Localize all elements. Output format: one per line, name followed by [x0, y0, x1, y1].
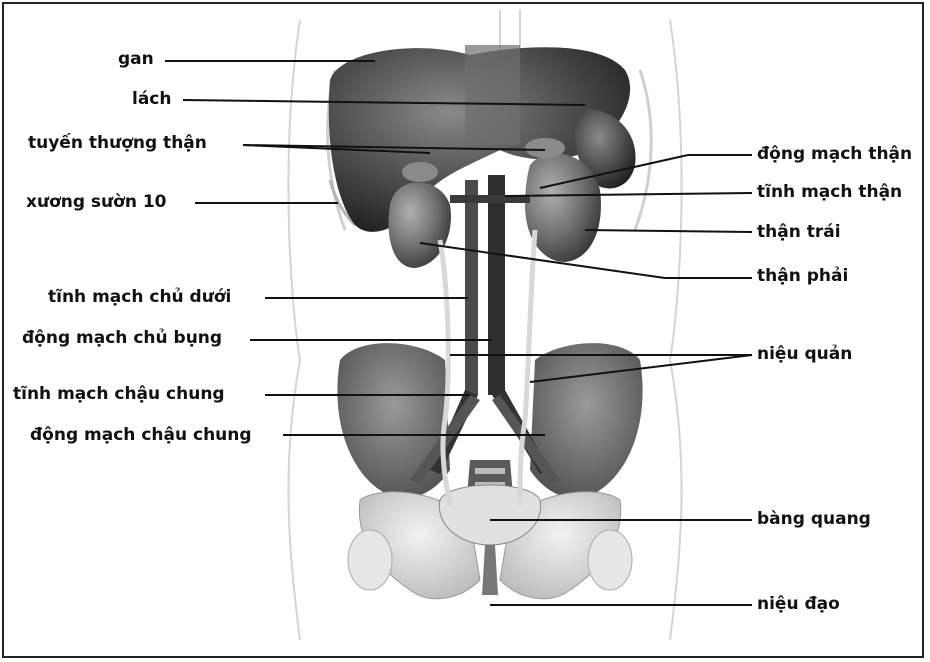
label-dong-mach-chu-bung: động mạch chủ bụng	[22, 328, 222, 348]
label-xuong-suon-10: xương sườn 10	[26, 192, 167, 212]
spine-segment	[465, 45, 520, 145]
label-lach: lách	[132, 89, 171, 109]
label-tinh-mach-than: tĩnh mạch thận	[757, 182, 902, 202]
label-than-trai: thận trái	[757, 222, 841, 242]
label-dong-mach-than: động mạch thận	[757, 144, 912, 164]
label-bang-quang: bàng quang	[757, 509, 871, 529]
label-nieu-quan: niệu quản	[757, 344, 852, 364]
right-adrenal	[402, 162, 438, 182]
label-dong-mach-chau-chung: động mạch chậu chung	[30, 425, 252, 445]
label-nieu-dao: niệu đạo	[757, 594, 840, 614]
label-tinh-mach-chu-duoi: tĩnh mạch chủ dưới	[48, 287, 231, 307]
label-tinh-mach-chau-chung: tĩnh mạch chậu chung	[13, 384, 225, 404]
label-than-phai: thận phải	[757, 266, 848, 286]
left-adrenal	[525, 138, 565, 158]
label-gan: gan	[118, 49, 154, 69]
label-tuyen-thuong-than: tuyến thượng thận	[28, 133, 207, 153]
